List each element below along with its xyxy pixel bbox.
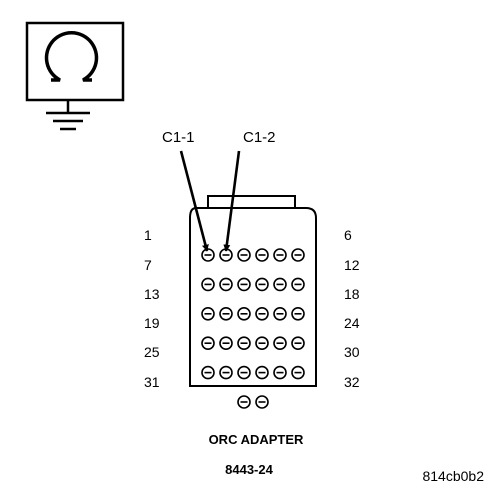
pin-label-right: 6 — [344, 227, 352, 243]
connector-pin — [255, 248, 269, 262]
callout-c1-2: C1-2 — [243, 129, 276, 146]
connector-pin — [291, 336, 305, 351]
connector-pin — [255, 336, 269, 351]
connector-pin — [273, 336, 287, 351]
pin-label-left: 1 — [144, 227, 152, 243]
connector-pin — [201, 248, 215, 262]
connector-pin — [201, 306, 215, 321]
ground-icon — [46, 100, 90, 131]
adapter-part-number: 8443-24 — [225, 462, 273, 477]
connector-pin — [201, 336, 215, 351]
pin-label-left: 13 — [144, 286, 160, 302]
connector-pin — [291, 248, 305, 262]
connector-pin — [291, 365, 305, 380]
connector-pin — [255, 395, 269, 409]
arrow-c1-1 — [179, 150, 209, 252]
connector-pin — [273, 277, 287, 292]
connector-pin — [237, 248, 251, 262]
connector-pin — [201, 277, 215, 292]
connector-pin — [291, 277, 305, 292]
pin-label-right: 18 — [344, 286, 360, 302]
connector-pin — [237, 336, 251, 351]
connector-pin — [273, 248, 287, 262]
pin-labels-right: 6 12 18 24 30 32 — [344, 227, 360, 390]
connector-pin — [255, 277, 269, 292]
connector-pin — [237, 306, 251, 321]
ohmmeter-symbol — [25, 21, 125, 102]
callout-c1-1: C1-1 — [162, 129, 195, 146]
connector-pin — [237, 277, 251, 292]
ohm-symbol-icon — [44, 31, 99, 82]
pin-label-right: 32 — [344, 374, 360, 390]
pin-label-left: 19 — [144, 315, 160, 331]
callout-arrows — [179, 150, 241, 252]
connector-pin — [255, 306, 269, 321]
pin-label-right: 12 — [344, 257, 360, 273]
pin-label-left: 25 — [144, 344, 160, 360]
pin-labels-left: 1 7 13 19 25 31 — [144, 227, 160, 390]
connector-pin — [273, 365, 287, 380]
arrow-c1-2 — [223, 150, 241, 252]
figure-code: 814cb0b2 — [422, 468, 484, 484]
pin-label-right: 30 — [344, 344, 360, 360]
connector-pin — [237, 395, 251, 409]
connector-pin — [219, 306, 233, 321]
connector-pin — [291, 306, 305, 321]
pin-label-right: 24 — [344, 315, 360, 331]
adapter-name: ORC ADAPTER — [209, 432, 304, 447]
connector-pin — [237, 365, 251, 380]
connector-pin — [219, 365, 233, 380]
connector-pin — [219, 336, 233, 351]
connector-pin — [273, 306, 287, 321]
connector-pin — [219, 277, 233, 292]
connector-pin — [255, 365, 269, 380]
pin-label-left: 7 — [144, 257, 152, 273]
connector-pin — [201, 365, 215, 380]
pin-label-left: 31 — [144, 374, 160, 390]
